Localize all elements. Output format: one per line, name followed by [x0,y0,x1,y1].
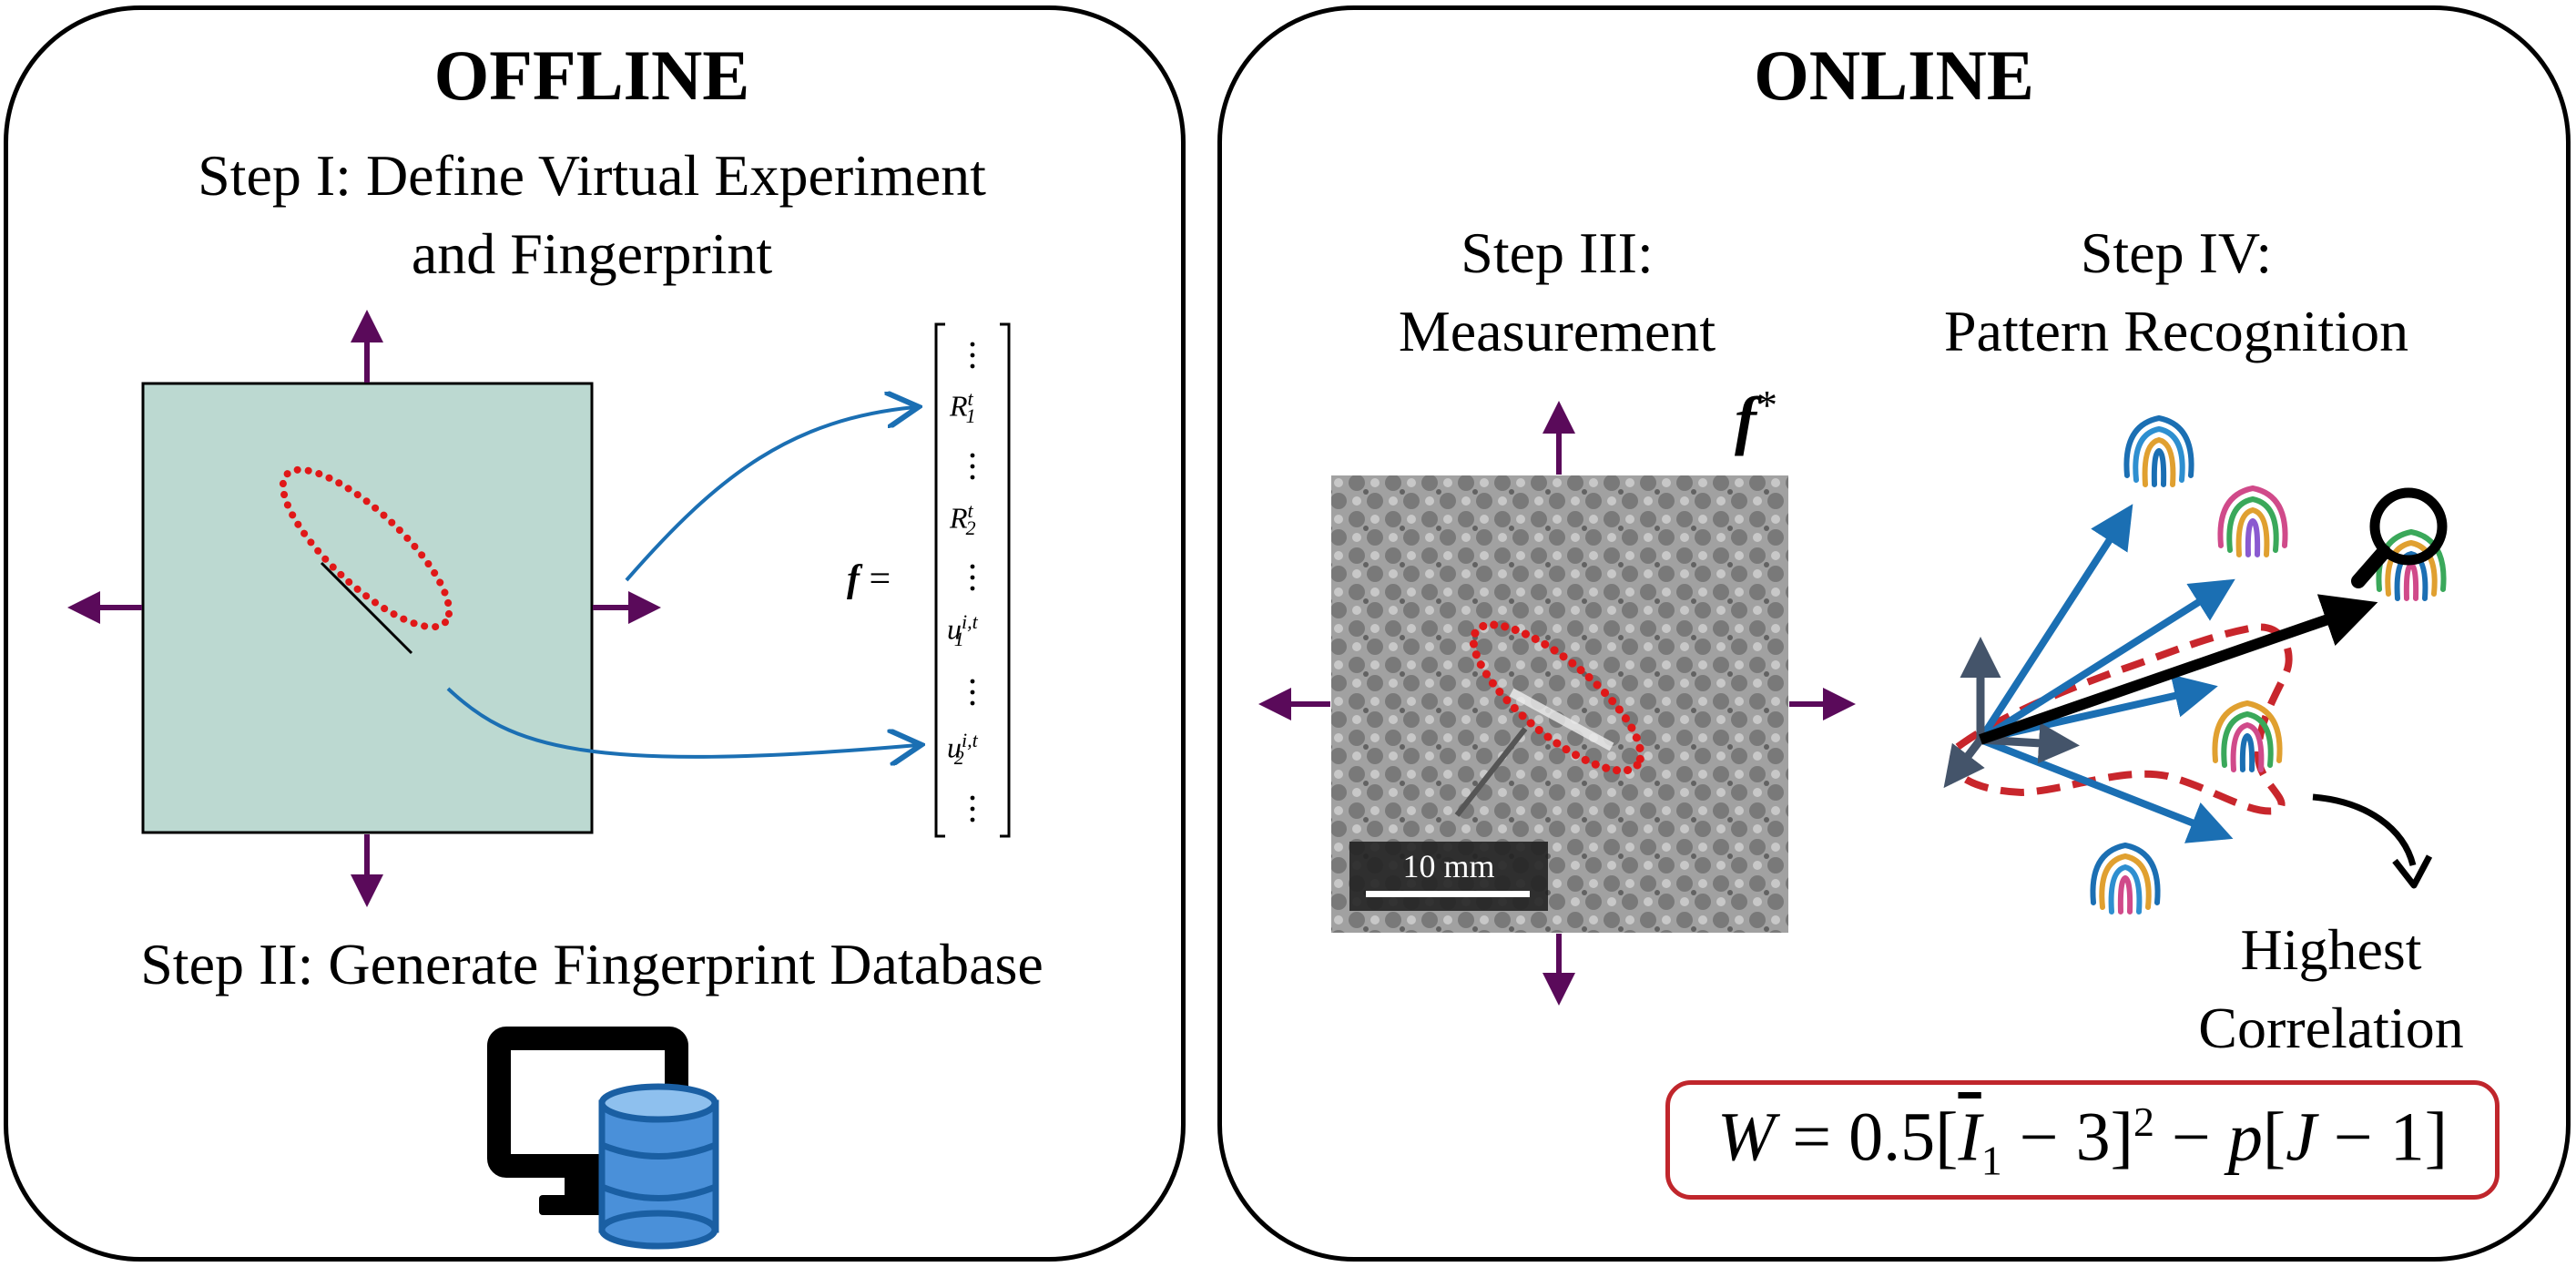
online-title: ONLINE [1754,36,2034,115]
step3-label: Step III: Measurement [1398,220,1716,363]
fingerprint-mapping-curves [446,407,918,757]
vector-entry-u1: ui,t1 [947,610,978,651]
scale-bar-label: 10 mm [1402,848,1495,884]
fingerprint-icon [2123,414,2194,487]
correlation-region [1949,623,2293,815]
load-arrows-online [1258,401,1856,1006]
vector-f-label: f = [847,558,891,600]
database-icon [598,1083,719,1250]
fingerprint-icon [2217,485,2288,557]
highest-correlation-label: Highest Correlation [2198,917,2464,1060]
fingerprint-icon [2212,700,2283,772]
vector-entry-u2: ui,t2 [947,729,978,770]
measurement-image [1331,475,1788,933]
offline-title: OFFLINE [433,36,750,115]
strain-energy-equation-box: W = 0.5[I1 − 3]2 − p[J − 1] [1665,1080,2500,1200]
curved-arrow-icon [2312,793,2417,866]
step4-label: Step IV: Pattern Recognition [1943,220,2409,363]
coordinate-axes [1943,637,2080,789]
virtual-plate [141,382,594,834]
fingerprint-icon [2090,842,2161,914]
strain-energy-equation: W = 0.5[I1 − 3]2 − p[J − 1] [1716,1098,2449,1184]
vector-entry-r2: Rt2 [950,499,976,540]
measured-fstar-label: f* [1735,382,1777,456]
step1-label: Step I: Define Virtual Experiment and Fi… [198,143,986,286]
load-arrows-offline [67,310,661,907]
magnifier-icon [2351,487,2448,588]
step2-label: Step II: Generate Fingerprint Database [140,932,1044,996]
vector-dots [970,342,975,823]
vector-bracket [934,322,1011,838]
vector-entry-r1: Rt1 [950,387,976,428]
best-match-vector [1979,594,2378,745]
